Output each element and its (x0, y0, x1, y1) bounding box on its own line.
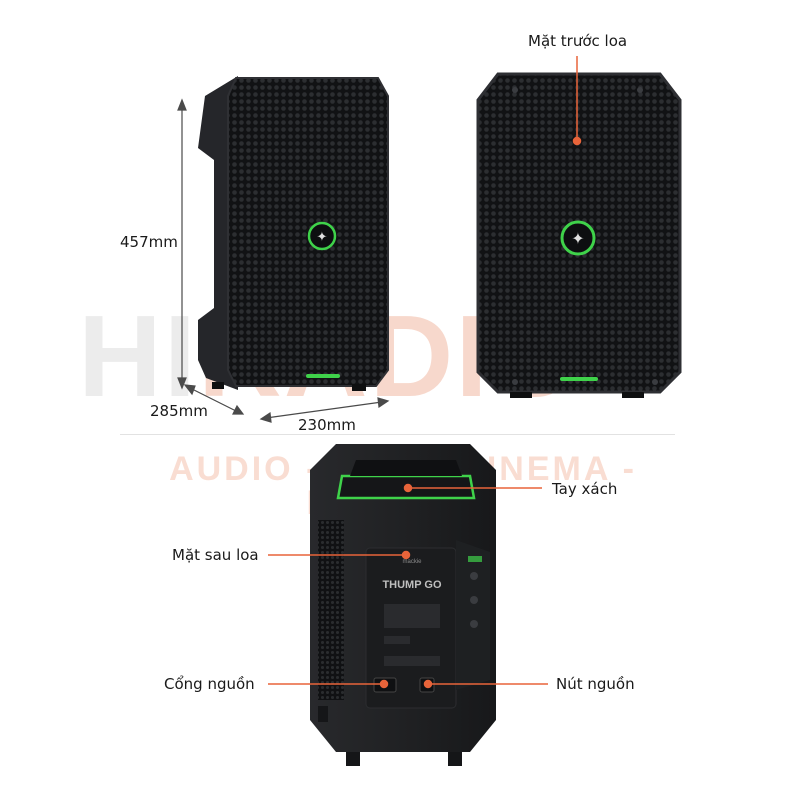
led-bar-icon (560, 377, 598, 381)
dimension-width-label: 230mm (298, 416, 356, 434)
callout-power-port-label: Cổng nguồn (164, 675, 255, 693)
led-bar-icon (306, 374, 340, 378)
callout-power-button-label: Nút nguồn (556, 675, 635, 693)
svg-text:✦: ✦ (317, 230, 328, 245)
callout-front-label: Mặt trước loa (528, 32, 628, 50)
mackie-logo-icon (560, 220, 596, 256)
mackie-logo-icon (307, 221, 337, 251)
dimension-height-label: 457mm (120, 233, 178, 251)
watermark-divider (120, 434, 675, 435)
callout-lines (268, 56, 582, 689)
speaker-back-view: THUMP GO mackie (310, 444, 496, 766)
dimension-lines (177, 98, 390, 423)
svg-text:✦: ✦ (571, 229, 584, 248)
watermark-brand-left: HI (78, 291, 198, 421)
speaker-angled-view: ✦ (198, 76, 389, 391)
brand-mark-label: mackie (402, 559, 422, 565)
model-label: THUMP GO (382, 579, 442, 591)
dimension-depth-label: 285mm (150, 402, 208, 420)
speaker-front-view: ✦ (476, 72, 682, 398)
callout-handle-label: Tay xách (552, 480, 618, 498)
callout-back-label: Mặt sau loa (172, 546, 259, 564)
